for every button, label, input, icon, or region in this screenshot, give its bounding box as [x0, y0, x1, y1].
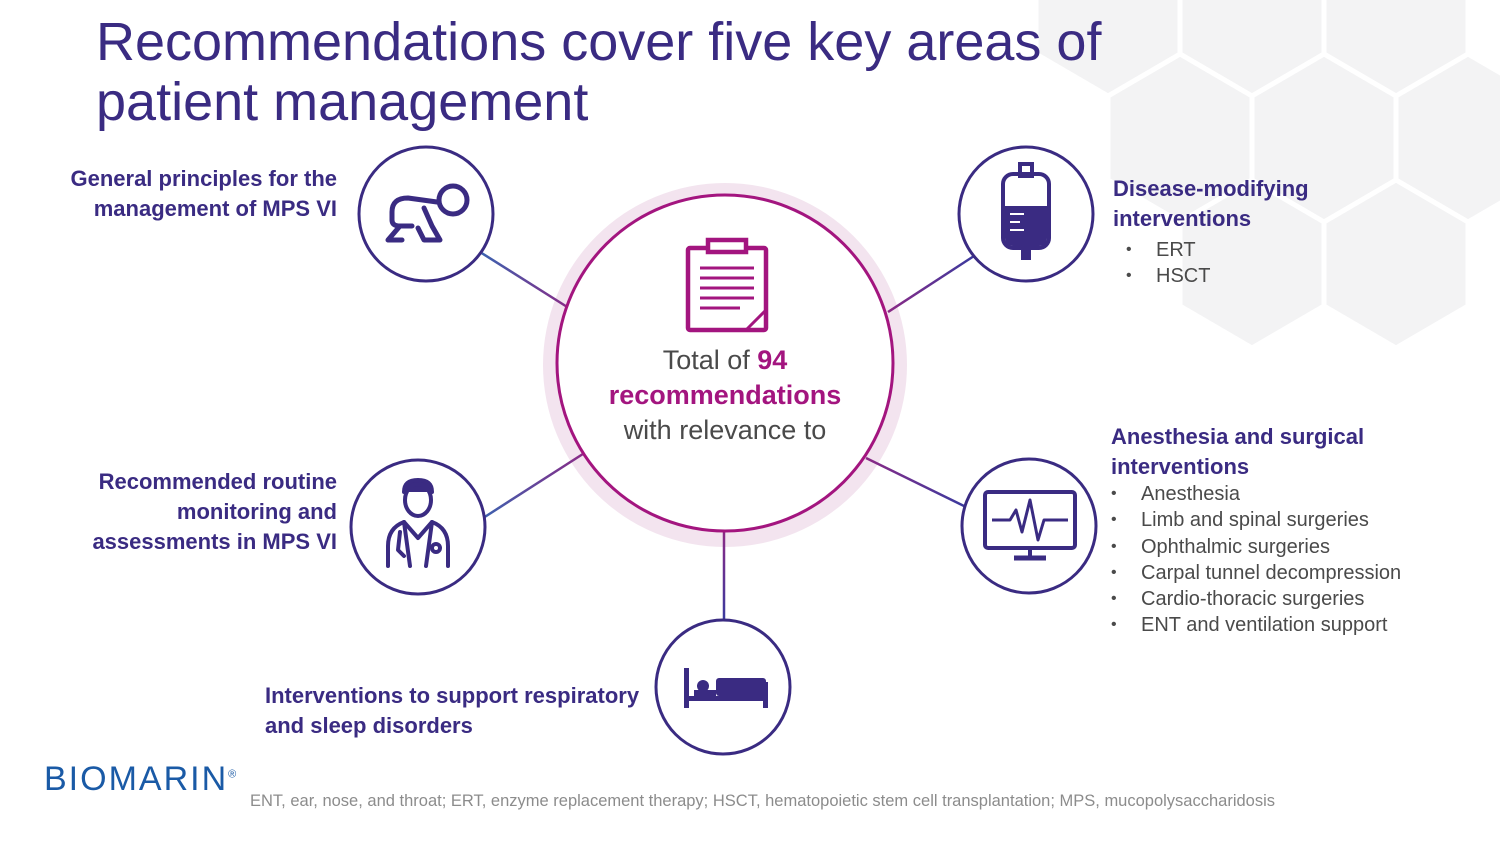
list-item: Anesthesia [1111, 481, 1401, 508]
center-text: Total of 94 recommendations with relevan… [560, 343, 890, 448]
anesthesia-bullets: Anesthesia Limb and spinal surgeries Oph… [1111, 481, 1401, 639]
label-anesthesia: Anesthesia and surgical interventions [1111, 424, 1365, 479]
logo-text: BIOMARIN [44, 760, 229, 798]
page-title: Recommendations cover five key areas of … [96, 12, 1102, 132]
center-highlight: recommendations [608, 380, 842, 410]
center-suffix: with relevance to [623, 415, 827, 445]
baby-crawling-icon [385, 183, 470, 243]
list-item: ENT and ventilation support [1111, 612, 1401, 639]
connector-anesthesia [865, 456, 965, 508]
node-monitoring [349, 458, 487, 596]
list-item: ERT [1126, 237, 1210, 264]
connector-general [479, 250, 573, 312]
connector-disease [887, 254, 975, 314]
biomarin-logo: BIOMARIN® [44, 760, 236, 799]
clipboard-icon [685, 237, 769, 333]
list-item: HSCT [1126, 263, 1210, 290]
list-item: Cardio-thoracic surgeries [1111, 586, 1401, 613]
center-count: 94 [757, 345, 788, 375]
list-item: Limb and spinal surgeries [1111, 507, 1401, 534]
center-prefix: Total of [662, 345, 758, 375]
list-item: Ophthalmic surgeries [1111, 534, 1401, 561]
label-general: General principles for the management of… [70, 166, 337, 221]
label-respiratory: Interventions to support respiratory and… [265, 683, 640, 738]
iv-bag-icon [1001, 162, 1051, 260]
label-disease: Disease-modifying interventions [1113, 176, 1309, 231]
footnote: ENT, ear, nose, and throat; ERT, enzyme … [250, 792, 1276, 810]
center-hub [555, 193, 895, 533]
doctor-icon [386, 478, 450, 568]
hexagon-background [1033, 0, 1500, 351]
list-item: Carpal tunnel decompression [1111, 560, 1401, 587]
heart-monitor-icon [983, 490, 1077, 561]
logo-registered-mark: ® [228, 768, 237, 781]
label-monitoring: Recommended routine monitoring and asses… [92, 469, 337, 554]
connector-monitoring [479, 450, 587, 522]
disease-bullets: ERT HSCT [1126, 237, 1210, 290]
bed-icon [684, 668, 768, 708]
